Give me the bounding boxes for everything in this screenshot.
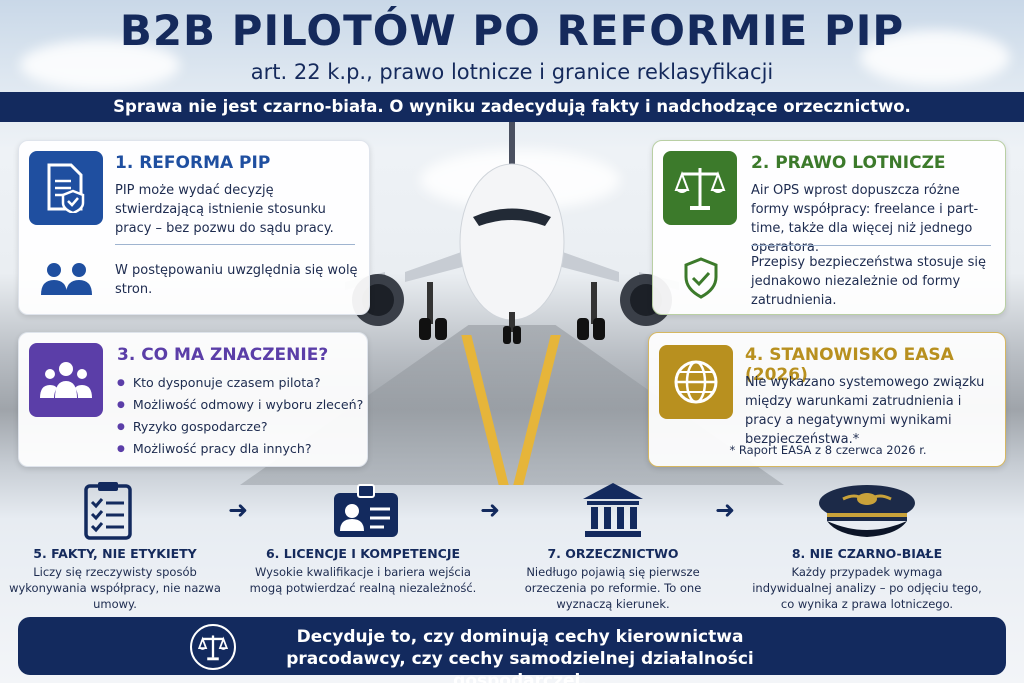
page-subtitle: art. 22 k.p., prawo lotnicze i granice r… xyxy=(250,60,774,84)
shield-check-icon xyxy=(683,257,719,303)
cloud xyxy=(860,30,1010,85)
card-text: PIP może wydać decyzję stwierdzającą ist… xyxy=(115,183,334,236)
courthouse-icon xyxy=(580,480,646,540)
card-title: 1. REFORMA PIP xyxy=(115,153,271,173)
card-co-ma-znaczenie: 3. CO MA ZNACZENIE? Kto dysponuje czasem… xyxy=(18,332,368,467)
divider xyxy=(751,245,991,246)
banner: Sprawa nie jest czarno-biała. O wyniku z… xyxy=(0,92,1024,122)
list-item: Możliwość odmowy i wyboru zleceń? xyxy=(117,397,363,412)
arrow-right-icon: ➜ xyxy=(715,496,736,524)
card-reforma-pip: 1. REFORMA PIP PIP może wydać decyzję st… xyxy=(18,140,370,315)
people-icon xyxy=(41,261,93,299)
step-text: Liczy się rzeczywisty sposób wykonywania… xyxy=(9,565,221,611)
list-item: Możliwość pracy dla innych? xyxy=(117,441,312,456)
card-title: 2. PRAWO LOTNICZE xyxy=(751,153,946,173)
step-title: 7. ORZECZNICTWO xyxy=(547,546,679,561)
step-title: 8. NIE CZARNO-BIAŁE xyxy=(791,546,943,561)
footnote: * Raport EASA z 8 czerwca 2026 r. xyxy=(729,443,927,457)
step-text: Wysokie kwalifikacje i bariera wejścia m… xyxy=(249,565,477,595)
id-card-icon xyxy=(330,482,402,540)
pilot-cap-icon xyxy=(812,478,922,540)
card-title: 3. CO MA ZNACZENIE? xyxy=(117,345,329,365)
list-item: Ryzyko gospodarcze? xyxy=(117,419,268,434)
scales-icon xyxy=(663,151,737,225)
page-title: B2B PILOTÓW PO REFORMIE PIP xyxy=(119,6,905,55)
card-text: Air OPS wprost dopuszcza różne formy wsp… xyxy=(751,183,979,255)
scales-icon xyxy=(190,624,236,670)
card-text: Przepisy bezpieczeństwa stosuje się jedn… xyxy=(751,255,986,308)
document-shield-icon xyxy=(29,151,103,225)
footer-banner xyxy=(18,617,1006,675)
footer-text: Decyduje to, czy dominują cechy kierowni… xyxy=(286,627,754,683)
card-text: Nie wykazano systemowego związku między … xyxy=(745,375,985,447)
arrow-right-icon: ➜ xyxy=(228,496,249,524)
divider xyxy=(115,244,355,245)
arrow-right-icon: ➜ xyxy=(480,496,501,524)
group-icon xyxy=(29,343,103,417)
card-text: W postępowaniu uwzględnia się wolę stron… xyxy=(115,263,358,297)
card-prawo-lotnicze: 2. PRAWO LOTNICZE Air OPS wprost dopuszc… xyxy=(652,140,1006,315)
card-stanowisko-easa: 4. STANOWISKO EASA (2026) Nie wykazano s… xyxy=(648,332,1006,467)
list-item: Kto dysponuje czasem pilota? xyxy=(117,375,321,390)
checklist-icon xyxy=(78,480,138,540)
globe-icon xyxy=(659,345,733,419)
cloud xyxy=(20,40,180,90)
card-title: 4. STANOWISKO EASA (2026) xyxy=(745,345,954,385)
step-text: Każdy przypadek wymaga indywidualnej ana… xyxy=(752,565,982,611)
step-title: 5. FAKTY, NIE ETYKIETY xyxy=(33,546,197,561)
step-title: 6. LICENCJE I KOMPETENCJE xyxy=(265,546,461,561)
airplane-illustration xyxy=(345,122,679,344)
step-text: Niedługo pojawią się pierwsze orzeczenia… xyxy=(524,565,702,611)
